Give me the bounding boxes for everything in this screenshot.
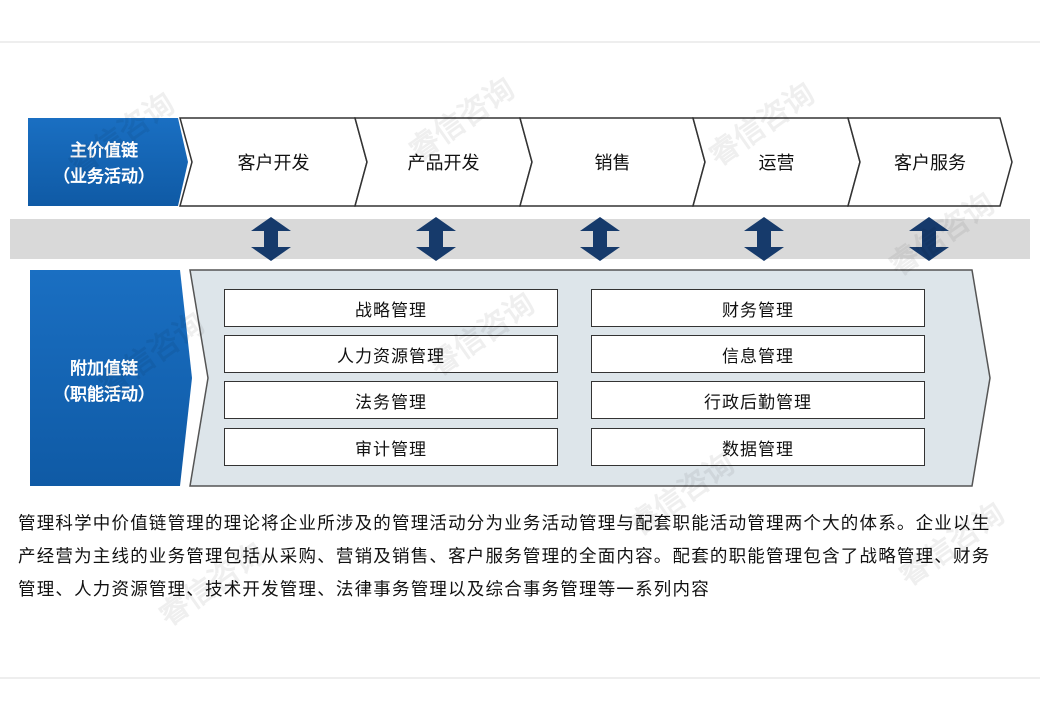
stage-label-customer-development: 客户开发: [238, 153, 310, 174]
double-arrow-icon: [744, 217, 784, 261]
function-box-strategy: 战略管理: [224, 289, 558, 327]
stage-chevron-customer-service: [847, 117, 1013, 207]
main-chain-label-shape: [28, 118, 188, 206]
function-box-hr: 人力资源管理: [224, 335, 558, 373]
function-box-data: 数据管理: [591, 428, 925, 466]
function-box-administration: 行政后勤管理: [591, 381, 925, 419]
stage-label-product-development: 产品开发: [408, 153, 480, 174]
stage-label-sales: 销售: [595, 153, 631, 174]
main-chain-label-line1: 主价值链: [70, 140, 139, 161]
double-arrow-icon: [580, 217, 620, 261]
support-chain-label-line2: （职能活动）: [53, 384, 155, 405]
function-box-information: 信息管理: [591, 335, 925, 373]
support-chain-label-shape: [30, 270, 192, 486]
description-paragraph: 管理科学中价值链管理的理论将企业所涉及的管理活动分为业务活动管理与配套职能活动管…: [18, 514, 991, 600]
value-chain-diagram: 主价值链 （业务活动） 客户开发 产品开发 销售 运营 客户服务 附加值链 （职能活动）: [10, 117, 1030, 487]
main-chain-stages: 客户开发 产品开发 销售 运营 客户服务: [179, 117, 1013, 207]
double-arrow-icon: [251, 217, 291, 261]
bottom-divider: [0, 677, 1040, 679]
function-box-legal: 法务管理: [224, 381, 558, 419]
function-box-finance: 财务管理: [591, 289, 925, 327]
link-arrows: [251, 217, 949, 261]
double-arrow-icon: [909, 217, 949, 261]
stage-label-operations: 运营: [759, 153, 795, 174]
function-box-audit: 审计管理: [224, 428, 558, 466]
top-divider: [0, 41, 1040, 43]
double-arrow-icon: [416, 217, 456, 261]
support-chain-label-line1: 附加值链: [70, 358, 139, 379]
connector-band: [10, 219, 1030, 259]
main-chain-label-line2: （业务活动）: [53, 166, 155, 187]
stage-label-customer-service: 客户服务: [894, 153, 966, 174]
